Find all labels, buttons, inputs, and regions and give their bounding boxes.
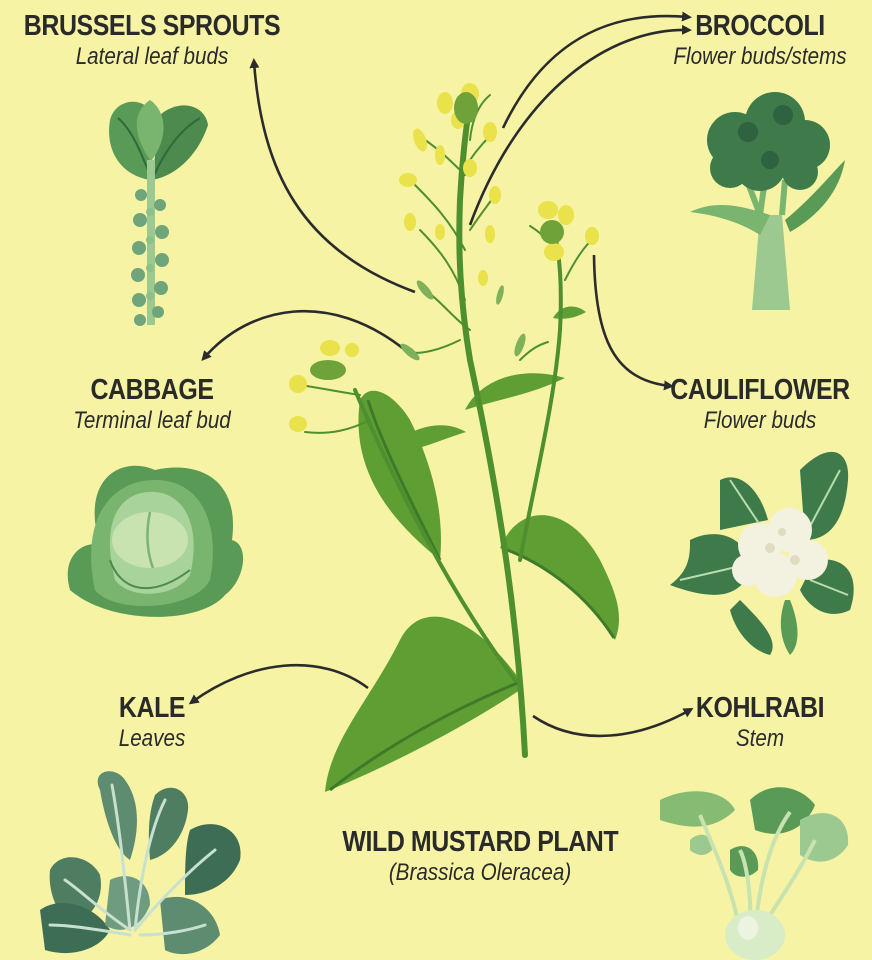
veg-part-cauliflower: Flower buds — [665, 406, 854, 436]
label-wild-mustard-plant: WILD MUSTARD PLANT (Brassica Oleracea) — [320, 826, 640, 888]
veg-part-kohlrabi: Stem — [674, 724, 846, 754]
veg-name-cabbage: CABBAGE — [49, 374, 255, 406]
veg-name-cauliflower: CAULIFLOWER — [665, 374, 854, 406]
veg-part-brussels-sprouts: Lateral leaf buds — [23, 42, 281, 72]
veg-name-brussels-sprouts: BRUSSELS SPROUTS — [23, 10, 281, 42]
veg-part-kale: Leaves — [75, 724, 230, 754]
arrow-to-brussels-sprouts — [254, 62, 415, 292]
cabbage-illustration — [68, 466, 243, 617]
veg-part-broccoli: Flower buds/stems — [665, 42, 854, 72]
label-cabbage: CABBAGE Terminal leaf bud — [32, 374, 272, 436]
arrow-to-cauliflower — [594, 255, 670, 386]
wild-mustard-plant — [289, 83, 619, 792]
center-plant-scientific-name: (Brassica Oleracea) — [342, 858, 617, 888]
center-plant-name: WILD MUSTARD PLANT — [342, 826, 617, 858]
kohlrabi-illustration — [660, 787, 848, 960]
kale-illustration — [40, 771, 241, 954]
label-kale: KALE Leaves — [62, 692, 242, 754]
arrow-to-cabbage — [204, 311, 405, 358]
label-kohlrabi: KOHLRABI Stem — [660, 692, 860, 754]
veg-name-kale: KALE — [75, 692, 230, 724]
broccoli-illustration — [690, 92, 845, 310]
label-broccoli: BROCCOLI Flower buds/stems — [650, 10, 870, 72]
cauliflower-illustration — [670, 452, 854, 655]
veg-name-broccoli: BROCCOLI — [665, 10, 854, 42]
label-brussels-sprouts: BRUSSELS SPROUTS Lateral leaf buds — [2, 10, 302, 72]
label-cauliflower: CAULIFLOWER Flower buds — [650, 374, 870, 436]
veg-name-kohlrabi: KOHLRABI — [674, 692, 846, 724]
brussels-sprouts-illustration — [109, 100, 208, 326]
veg-part-cabbage: Terminal leaf bud — [49, 406, 255, 436]
